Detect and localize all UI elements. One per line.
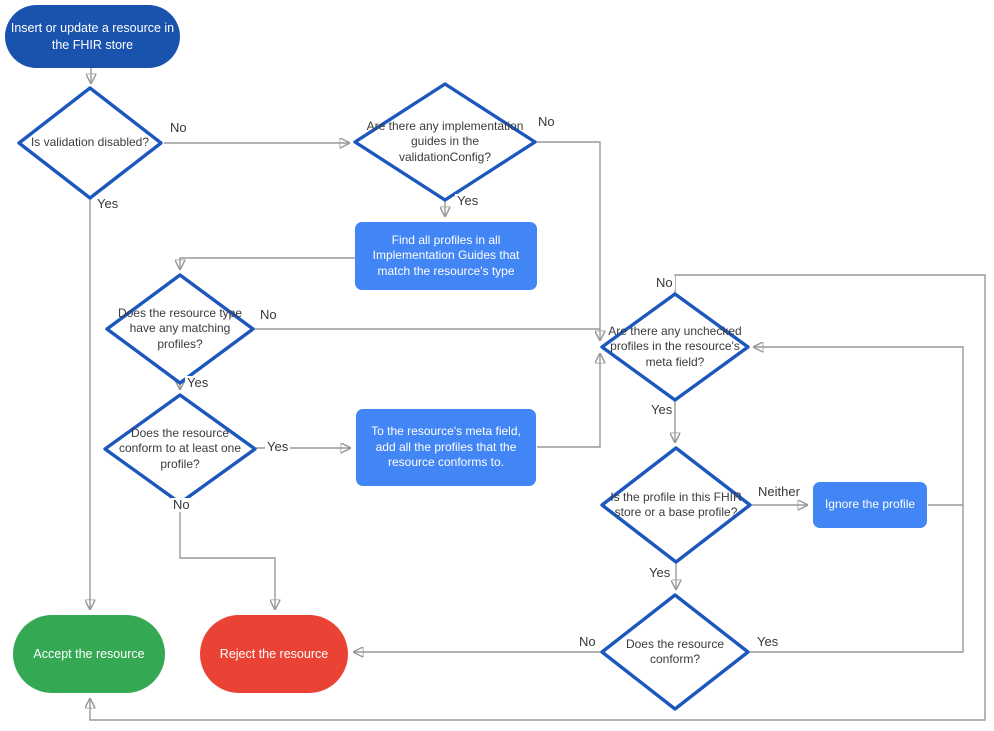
- decision-conform-one-profile: Does the resource conform to at least on…: [103, 393, 257, 505]
- edge-label-profile-neither: Neither: [756, 484, 802, 500]
- process-label: Find all profiles in all Implementation …: [372, 232, 520, 278]
- edge-label-guides-no: No: [536, 114, 557, 130]
- start-node-label: Insert or update a resource in the FHIR …: [10, 21, 175, 52]
- process-add-profiles: To the resource's meta field, add all th…: [356, 409, 536, 486]
- edge-label-unchecked-yes: Yes: [649, 402, 675, 418]
- edge-unchecked-no-loop: [90, 274, 986, 721]
- edge-guides-no: [536, 141, 600, 340]
- reject-node: Reject the resource: [200, 615, 348, 693]
- reject-node-label: Reject the resource: [219, 646, 329, 661]
- decision-label: Does the resource conform?: [625, 636, 725, 666]
- process-find-profiles: Find all profiles in all Implementation …: [355, 222, 537, 290]
- process-ignore-profile: Ignore the profile: [813, 482, 927, 528]
- edge-label-conform-one-no: No: [171, 497, 192, 513]
- edge-find-to-matching: [180, 257, 355, 269]
- process-label: Ignore the profile: [824, 497, 916, 512]
- process-label: To the resource's meta field, add all th…: [371, 424, 521, 470]
- edge-label-matching-yes: Yes: [185, 375, 211, 391]
- edge-label-validation-no: No: [168, 120, 189, 136]
- decision-is-validation-disabled: Is validation disabled?: [17, 86, 163, 200]
- edge-does-conform-yes-loop: [749, 347, 964, 653]
- decision-profile-in-store: Is the profile in this FHIR store or a b…: [600, 446, 752, 564]
- edge-label-matching-no: No: [258, 307, 279, 323]
- decision-label: Is validation disabled?: [30, 135, 150, 150]
- decision-implementation-guides: Are there any implementation guides in t…: [353, 82, 537, 202]
- edge-add-to-unchecked: [537, 354, 600, 448]
- decision-label: Are there any implementation guides in t…: [366, 118, 524, 164]
- start-node: Insert or update a resource in the FHIR …: [5, 5, 180, 68]
- diamond-shape: [353, 82, 537, 202]
- diamond-shape: [600, 593, 750, 711]
- edge-label-validation-yes: Yes: [95, 196, 121, 212]
- decision-label: Is the profile in this FHIR store or a b…: [610, 489, 742, 519]
- accept-node: Accept the resource: [13, 615, 165, 693]
- decision-does-resource-conform: Does the resource conform?: [600, 593, 750, 711]
- diamond-shape: [600, 292, 750, 402]
- edge-label-guides-yes: Yes: [455, 193, 481, 209]
- diamond-shape: [600, 446, 752, 564]
- decision-label: Does the resource conform to at least on…: [118, 425, 242, 471]
- edge-label-does-conform-no: No: [577, 634, 598, 650]
- edge-label-conform-one-yes: Yes: [265, 439, 291, 455]
- edge-label-profile-yes: Yes: [647, 565, 673, 581]
- accept-node-label: Accept the resource: [33, 646, 145, 661]
- decision-matching-profiles: Does the resource type have any matching…: [105, 273, 255, 385]
- decision-label: Does the resource type have any matching…: [117, 305, 243, 351]
- decision-unchecked-profiles: Are there any unchecked profiles in the …: [600, 292, 750, 402]
- edge-label-unchecked-no: No: [654, 275, 675, 291]
- decision-label: Are there any unchecked profiles in the …: [608, 323, 742, 369]
- diamond-shape: [17, 86, 163, 200]
- edge-conform-one-no: [179, 504, 275, 609]
- edge-label-does-conform-yes: Yes: [755, 634, 781, 650]
